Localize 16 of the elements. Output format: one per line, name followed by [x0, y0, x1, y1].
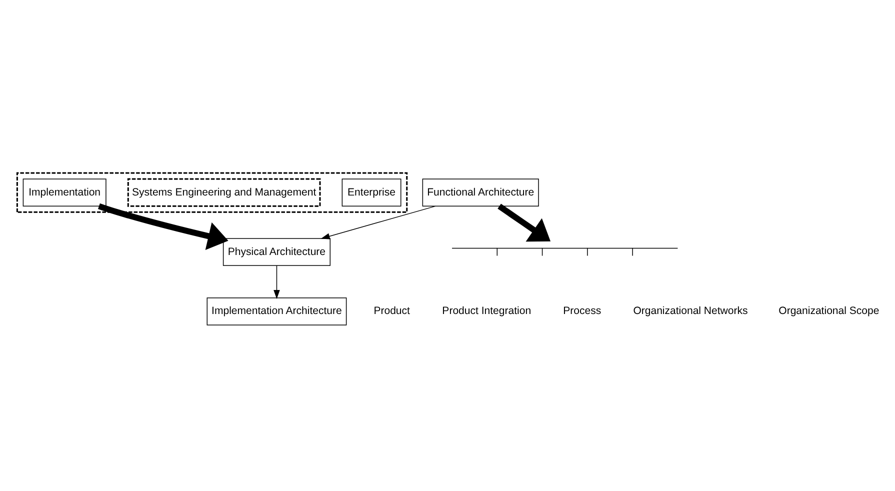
label: Process [563, 304, 602, 317]
arrow [274, 264, 280, 299]
node-box: Implementation Architecture [206, 297, 347, 325]
node-box: Implementation [22, 178, 106, 206]
label: Organizational Networks [633, 304, 748, 317]
node-box: Physical Architecture [222, 238, 331, 266]
node-box: Systems Engineering and Management [127, 178, 321, 206]
node-box: Enterprise [342, 178, 402, 206]
label: Organizational Scope [778, 304, 880, 317]
label: Product Integration [442, 304, 532, 317]
cluster [16, 172, 408, 212]
node-box: Functional Architecture [422, 178, 539, 206]
arrow [498, 203, 551, 242]
arrow [320, 205, 436, 239]
label: Product [374, 304, 410, 317]
arrow [98, 202, 228, 250]
